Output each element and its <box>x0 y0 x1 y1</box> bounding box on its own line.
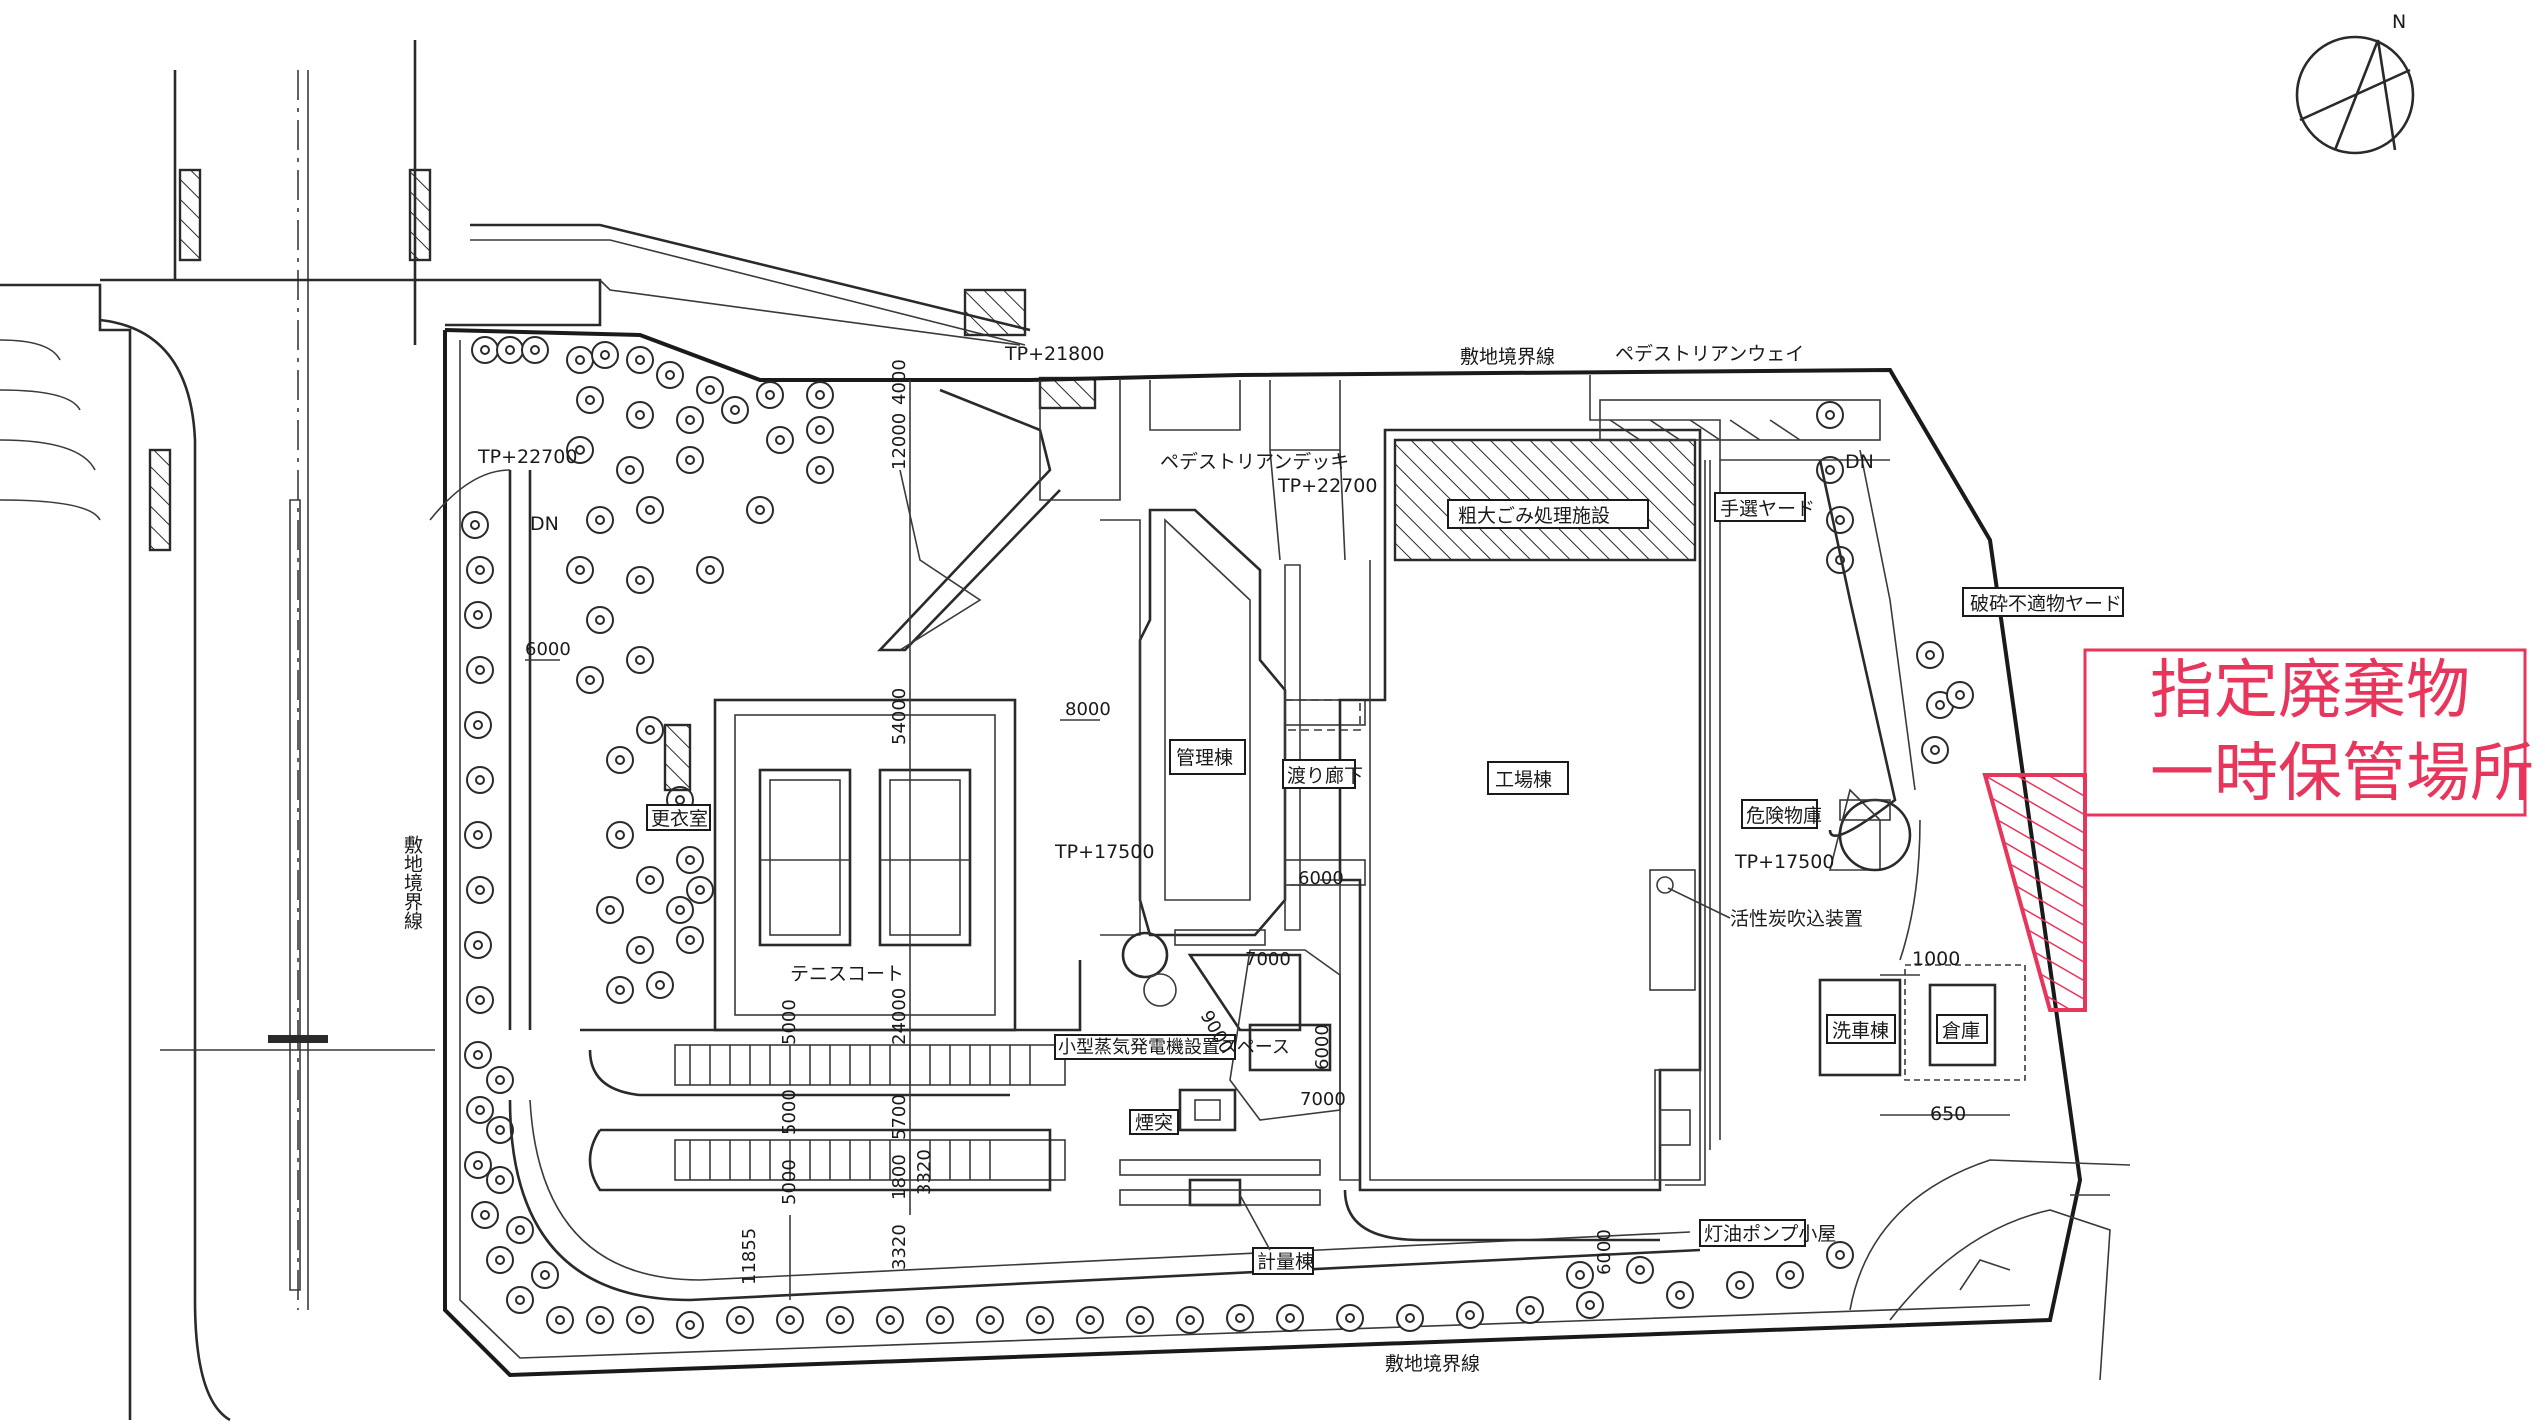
changing-room-block <box>663 723 692 792</box>
dim-6000-c: 6000 <box>1298 868 1344 889</box>
dim-1000: 1000 <box>1912 948 1960 970</box>
label-bulky-waste-facility: 粗大ごみ処理施設 <box>1458 505 1610 527</box>
label-weighing-building: 計量棟 <box>1257 1251 1314 1273</box>
label-tp-22700-center: TP+22700 <box>1277 475 1377 497</box>
small-buildings <box>1119 949 1341 1207</box>
dim-3320-a: 3320 <box>889 1224 910 1270</box>
label-chimney: 煙突 <box>1135 1112 1173 1134</box>
labels: TP+21800 敷地境界線 ペデストリアンウェイ TP+22700 DN ペデ… <box>401 343 2124 1375</box>
dim-7000-a: 7000 <box>1245 949 1291 970</box>
dim-4000: 4000 <box>889 359 910 405</box>
tree-row-right <box>1816 401 1974 764</box>
dim-650: 650 <box>1930 1103 1966 1125</box>
corridor <box>1284 699 1361 731</box>
pedestrian-deck <box>1039 380 1346 561</box>
dimension-lines <box>525 380 2010 1300</box>
factory-building <box>1320 428 1706 1242</box>
designated-title-line2: 一時保管場所 <box>2150 737 2534 811</box>
label-oil-pump-shed: 灯油ポンプ小屋 <box>1704 1223 1836 1245</box>
tennis-court-area <box>663 698 1017 1032</box>
label-tp-22700-left: TP+22700 <box>477 446 577 468</box>
label-site-boundary-top: 敷地境界線 <box>1460 346 1555 368</box>
dim-6000-a: 6000 <box>525 639 571 660</box>
dim-3320-b: 3320 <box>914 1149 935 1195</box>
dim-1800: 1800 <box>889 1154 910 1200</box>
label-tp-21800: TP+21800 <box>1004 343 1104 365</box>
left-road <box>0 40 435 1422</box>
dim-5000-a: 5000 <box>779 999 800 1045</box>
dim-8000: 8000 <box>1065 699 1111 720</box>
label-tp-17500-right: TP+17500 <box>1734 851 1834 873</box>
designated-area-title: 指定廃棄物 一時保管場所 <box>2150 654 2534 811</box>
dim-24000: 24000 <box>889 988 910 1045</box>
dim-12000: 12000 <box>889 413 910 470</box>
dim-5700: 5700 <box>889 1094 910 1140</box>
parking-area <box>588 1044 1066 1192</box>
label-dn-left: DN <box>530 513 559 535</box>
dim-6000-d: 6000 <box>1594 1229 1615 1275</box>
label-site-boundary-left: 敷地境界線 <box>401 835 423 930</box>
dim-54000: 54000 <box>889 688 910 745</box>
label-activated-carbon: 活性炭吹込装置 <box>1730 908 1863 930</box>
label-changing-room: 更衣室 <box>651 808 708 830</box>
dim-6000-b: 6000 <box>1312 1024 1333 1070</box>
dim-5000-c: 5000 <box>779 1159 800 1205</box>
site-boundary <box>443 328 2083 1378</box>
label-warehouse: 倉庫 <box>1942 1020 1980 1042</box>
left-inner-road <box>429 469 1701 1302</box>
label-sorting-yard: 手選ヤード <box>1720 498 1815 520</box>
right-area <box>1589 375 2026 1150</box>
label-site-boundary-bottom: 敷地境界線 <box>1385 1353 1480 1375</box>
designated-waste-storage-area <box>1982 648 2527 1012</box>
designated-title-line1: 指定廃棄物 <box>2150 654 2470 728</box>
label-admin-building: 管理棟 <box>1176 747 1233 769</box>
dim-11855: 11855 <box>739 1228 760 1285</box>
label-car-wash: 洗車棟 <box>1832 1020 1889 1042</box>
tree-grove <box>471 336 834 1004</box>
dim-5000-b: 5000 <box>779 1089 800 1135</box>
label-pedestrian-deck: ペデストリアンデッキ <box>1160 451 1349 473</box>
label-small-steam-generator: 小型蒸気発電機設置スペース <box>1058 1037 1290 1058</box>
label-factory-building: 工場棟 <box>1495 769 1552 791</box>
north-arrow: N <box>2295 11 2415 155</box>
label-tennis-court: テニスコート <box>790 963 904 985</box>
north-label: N <box>2392 11 2406 33</box>
admin-building <box>1100 508 1366 1007</box>
bottom-right-road <box>1849 1159 2131 1381</box>
label-tp-17500-center: TP+17500 <box>1054 841 1154 863</box>
dim-7000-b: 7000 <box>1300 1089 1346 1110</box>
label-corridor: 渡り廊下 <box>1287 765 1363 787</box>
label-hazardous-storage: 危険物庫 <box>1746 805 1822 827</box>
label-dn-right: DN <box>1845 451 1874 473</box>
label-pedestrian-way: ペデストリアンウェイ <box>1615 343 1804 365</box>
label-crushing-unsuitable-yard: 破砕不適物ヤード <box>1970 593 2122 615</box>
